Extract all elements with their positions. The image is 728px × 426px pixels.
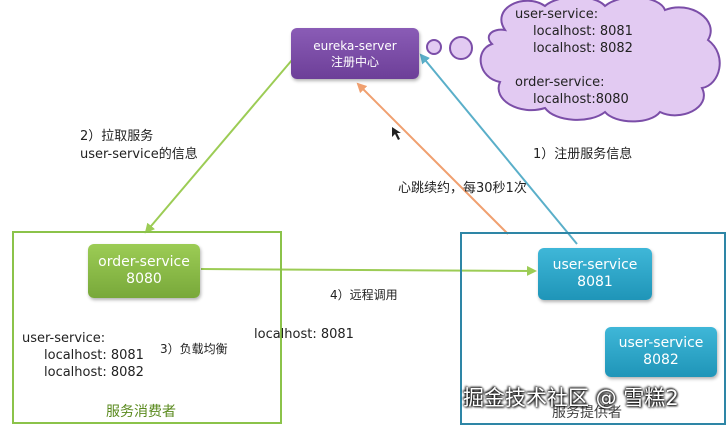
cursor-icon <box>392 127 401 140</box>
consumer-group-box <box>12 231 282 424</box>
provider-group-box <box>460 232 726 425</box>
cloud-line: order-service: <box>515 75 605 90</box>
order-service-node[interactable]: order-service 8080 <box>88 244 200 298</box>
node-subtitle: 注册中心 <box>330 54 379 69</box>
consumer-cache-list: user-service: localhost: 8081 localhost:… <box>22 330 144 381</box>
cloud-line: localhost: 8081 <box>533 24 633 39</box>
load-balance-label: 3）负载均衡 <box>160 342 228 356</box>
remote-call-label: 4）远程调用 <box>330 288 398 302</box>
register-label: 1）注册服务信息 <box>533 147 633 162</box>
user-service-node-8082[interactable]: user-service 8082 <box>605 327 717 377</box>
pull-detail-label: user-service的信息 <box>80 147 198 162</box>
pull-arrow <box>144 59 293 234</box>
cloud-line: localhost:8080 <box>533 92 629 107</box>
eureka-server-node[interactable]: eureka-server 注册中心 <box>291 28 419 79</box>
node-title: order-service <box>98 254 190 270</box>
consumer-group-label: 服务消费者 <box>106 404 176 420</box>
cache-title: user-service: <box>22 331 106 346</box>
cloud-line <box>515 57 633 74</box>
remote-call-arrow <box>200 265 537 276</box>
cropped-heading-fragment: ▀▀▀▀ <box>18 0 65 9</box>
node-title: user-service <box>552 257 638 273</box>
user-service-node-8081[interactable]: user-service 8081 <box>538 248 652 300</box>
heartbeat-label: 心跳续约，每30秒1次 <box>398 181 527 196</box>
cloud-line: user-service: <box>515 7 599 22</box>
cloud-bubble-large <box>449 36 473 60</box>
watermark-text: 掘金技术社区 @ 雪糕2 <box>463 386 679 410</box>
node-title: user-service <box>618 335 704 351</box>
cloud-line: localhost: 8082 <box>533 41 633 56</box>
cloud-shape <box>479 0 721 123</box>
cache-host: localhost: 8082 <box>44 365 144 380</box>
node-port: 8082 <box>643 352 679 368</box>
cloud-bubble-small <box>426 39 442 55</box>
node-port: 8080 <box>126 271 162 287</box>
provider-group-label: 服务提供者 <box>552 405 622 421</box>
node-port: 8081 <box>577 274 613 290</box>
heartbeat-arrow <box>356 82 509 235</box>
chosen-host-label: localhost: 8081 <box>254 327 354 342</box>
node-title: eureka-server <box>313 38 397 53</box>
register-arrow <box>419 53 578 245</box>
registry-cloud-text: user-service: localhost: 8081 localhost:… <box>515 6 633 108</box>
pull-step-label: 2）拉取服务 <box>80 129 154 144</box>
cache-host: localhost: 8081 <box>44 348 144 363</box>
